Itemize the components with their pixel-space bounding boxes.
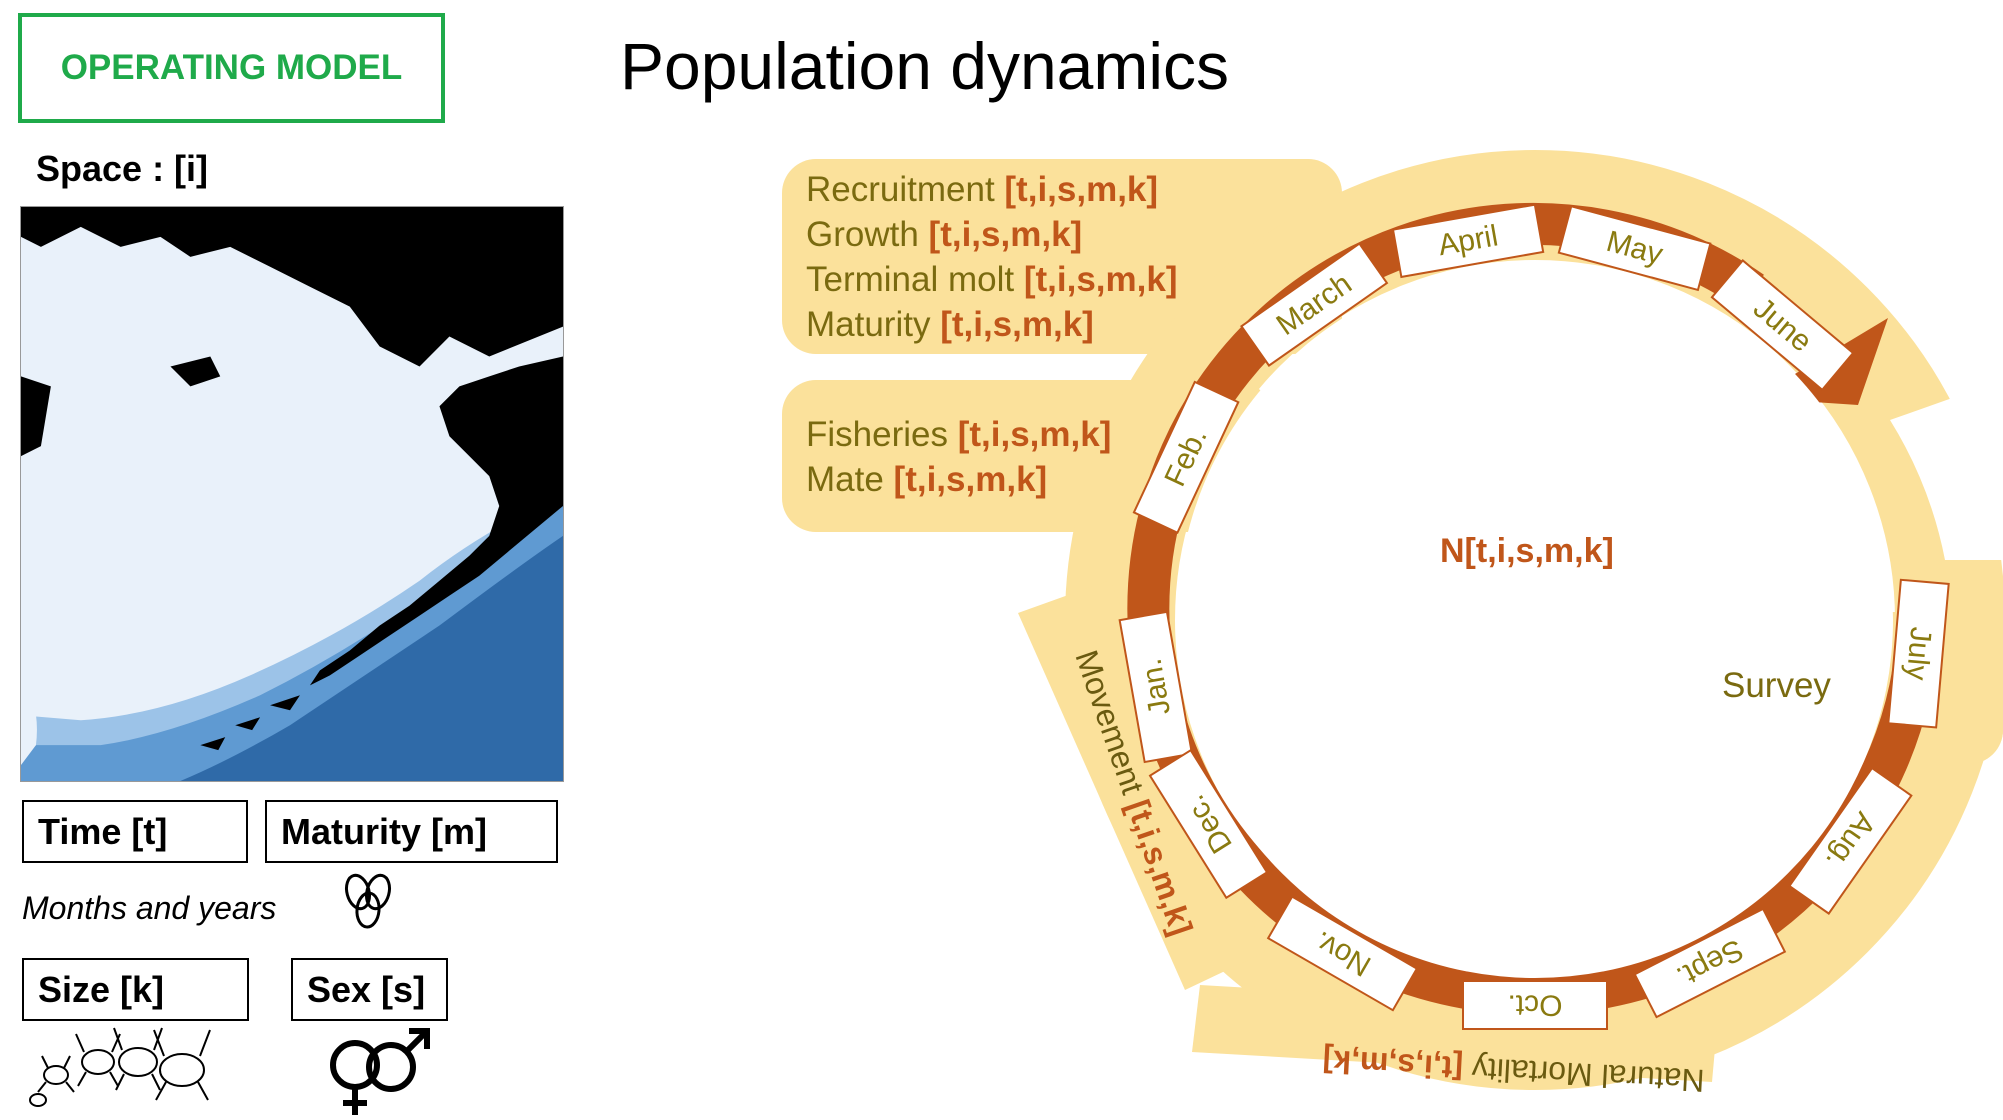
month-card: May [1557,205,1712,292]
process-mate: Mate [t,i,s,m,k] [806,460,1048,499]
sex-label: Sex [s] [307,968,426,1010]
abundance-label: N[t,i,s,m,k] [1440,532,1614,570]
month-card: Feb. [1132,380,1240,535]
month-card: July [1887,578,1950,729]
survey-label: Survey [1722,666,1831,705]
process-recruitment: Recruitment [t,i,s,m,k] [806,170,1159,209]
size-box: Size [k] [22,958,249,1021]
month-card: Jan. [1118,610,1194,764]
fisheries-mate-list: Fisheries [t,i,s,m,k] Mate [t,i,s,m,k] [806,412,1111,502]
crab-sizes-icon [29,1027,211,1107]
operating-model-box: OPERATING MODEL [18,13,445,123]
sex-box: Sex [s] [291,958,448,1021]
month-card: Oct. [1462,980,1608,1030]
process-fisheries: Fisheries [t,i,s,m,k] [806,415,1112,454]
month-label: Oct. [1507,989,1562,1022]
process-growth: Growth [t,i,s,m,k] [806,215,1083,254]
bering-sea-map [20,206,564,782]
movement-band [1018,580,1265,990]
development-processes-list: Recruitment [t,i,s,m,k] Growth [t,i,s,m,… [806,167,1177,347]
maturity-stages-icon [344,873,392,929]
month-label: July [1900,626,1938,682]
month-card: April [1391,203,1545,279]
time-box: Time [t] [22,800,248,863]
operating-model-label: OPERATING MODEL [60,48,403,87]
maturity-label: Maturity [m] [281,810,487,852]
months-and-years-label: Months and years [22,890,277,926]
sex-symbols-icon [330,1028,430,1115]
process-terminal-molt: Terminal molt [t,i,s,m,k] [806,260,1178,299]
maturity-box: Maturity [m] [265,800,558,863]
page-title: Population dynamics [620,29,1230,103]
time-label: Time [t] [38,810,168,852]
size-label: Size [k] [38,968,165,1010]
space-label: Space : [i] [36,148,209,189]
process-maturity: Maturity [t,i,s,m,k] [806,305,1094,344]
